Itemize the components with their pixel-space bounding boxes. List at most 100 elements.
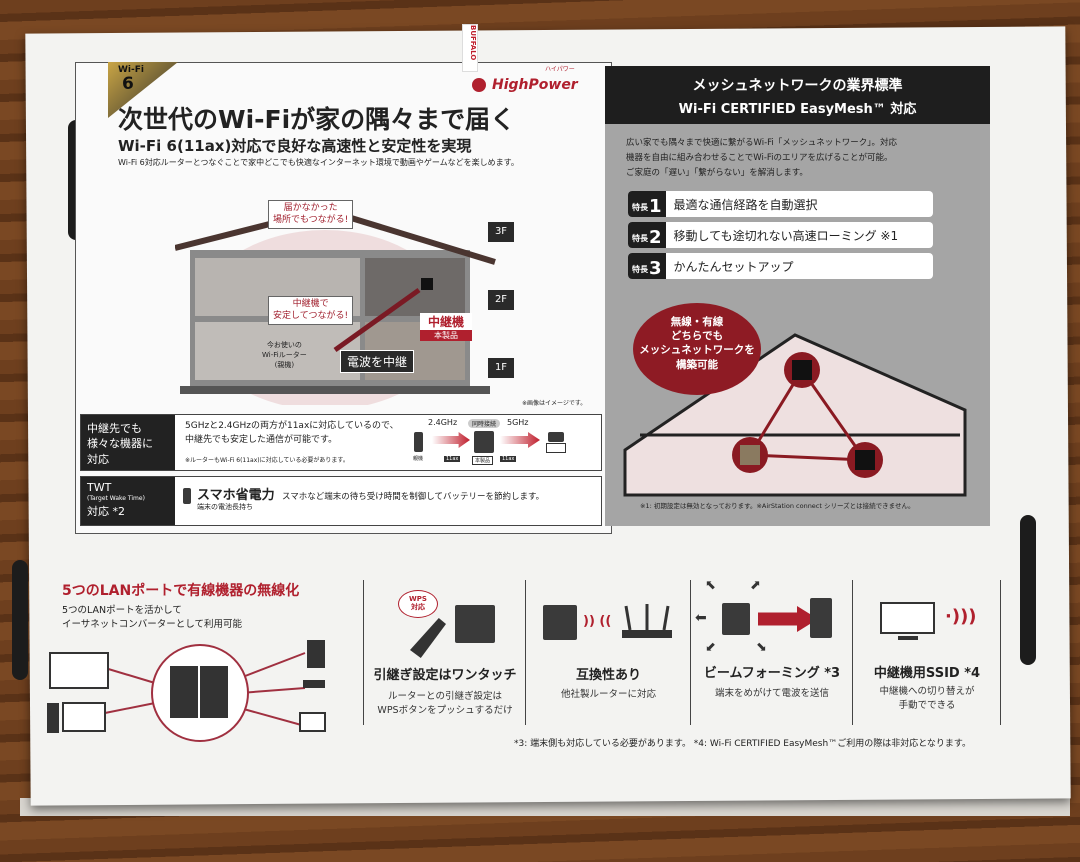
wireless-signal-icon: ·))) (945, 606, 977, 627)
floor-1f: 1F (488, 358, 514, 378)
mesh-bubble: 無線・有線 どちらでも メッシュネットワークを 構築可能 (633, 303, 761, 395)
row1-head: 中継先でも 様々な機器に 対応 (81, 415, 175, 470)
image-note: ※画像はイメージです。 (522, 400, 587, 407)
monitor-stand (898, 636, 918, 640)
logo-kana: ハイパワー (545, 66, 575, 73)
mesh-device (792, 360, 812, 380)
highpower-logo-icon (472, 78, 486, 92)
divider (852, 580, 853, 725)
bottom-footnote: *3: 端末側も対応している必要があります。 *4: Wi-Fi CERTIFI… (514, 739, 972, 749)
easymesh-footnote: ※1: 初期設定は無効となっております。※AirStation connect … (640, 502, 915, 510)
wps-desc: ルーターとの引継ぎ設定は WPSボタンをプッシュするだけ (377, 691, 513, 716)
relay-arrow (333, 287, 421, 353)
feature-tag: 特長 (632, 203, 648, 212)
feature-num: 3 (649, 258, 662, 279)
wps-title: 引継ぎ設定はワンタッチ (373, 668, 517, 683)
easymesh-subtitle: Wi-Fi CERTIFIED EasyMesh™ 対応 (678, 102, 917, 117)
router-icon (170, 666, 198, 718)
lan-desc: 5つのLANポートを活かして イーサネットコンバーターとして利用可能 (62, 605, 243, 630)
relay-label: 電波を中継 (340, 350, 415, 373)
11ax-label: 11ax (444, 456, 461, 462)
row1-note: ※ルーターもWi-Fi 6(11ax)に対応している必要があります。 (185, 457, 349, 464)
mesh-house-illustration (623, 333, 967, 497)
pc-tower-icon (47, 703, 59, 733)
arrow-up-left-icon: ⬉ (705, 578, 716, 593)
arrow-icon (500, 432, 540, 448)
router-label: 今お使いの Wi-Fiルーター (親機) (262, 341, 307, 369)
floor-3f: 3F (488, 222, 514, 242)
handle-slot (12, 560, 28, 680)
feature-text: かんたんセットアップ (673, 259, 794, 274)
divider (363, 580, 364, 725)
parent-router-icon (414, 432, 423, 452)
row1-text: 5GHzと2.4GHzの両方が11axに対応しているので、 中継先でも安定した通… (185, 421, 399, 445)
arrow-icon (432, 432, 470, 448)
wps-badge: WPS 対応 (398, 590, 438, 618)
repeater-device (421, 278, 433, 290)
game-console-icon (303, 680, 325, 688)
mesh-device (855, 450, 875, 470)
callout-top: 届かなかった 場所でもつながる! (268, 200, 354, 230)
router-icon (455, 605, 495, 643)
wireless-signal-icon: )) (( (583, 614, 612, 629)
feature-text: 最適な通信経路を自動選択 (673, 197, 818, 212)
ground (180, 386, 490, 394)
twt-sub: (Target Wake Time) (87, 495, 145, 503)
nas-icon (307, 640, 325, 668)
smartphone-icon (183, 488, 191, 504)
monitor-icon (880, 602, 935, 634)
room (365, 258, 465, 316)
compat-desc: 他社製ルーターに対応 (560, 689, 656, 700)
beamforming-title: ビームフォーミング *3 (703, 666, 841, 681)
floor-2f: 2F (488, 290, 514, 310)
divider (525, 580, 526, 725)
row2-head: TWT (Target Wake Time) 対応 *2 (81, 477, 175, 525)
arrow-up-right-icon: ⬈ (750, 578, 761, 593)
product-label: 本製品 (472, 456, 494, 465)
easymesh-body: 広い家でも隅々まで快適に繋がるWi-Fi「メッシュネットワーク」。対応 機器を自… (626, 138, 898, 178)
feature-text: 移動しても途切れない高速ローミング ※1 (673, 228, 899, 243)
monitor-icon (62, 702, 106, 732)
row2-title-sub: 端末の電池長持ち (197, 503, 253, 511)
main-title: 次世代のWi-Fiが家の隅々まで届く (118, 105, 516, 134)
ssid-desc: 中継機への切り替えが 手動でできる (879, 686, 975, 711)
laptop-icon (548, 432, 564, 442)
laptop-icon (299, 712, 326, 732)
easymesh-title: メッシュネットワークの業界標準 (692, 78, 903, 94)
tape-logo: BUFFALO (462, 24, 478, 72)
parent-label: 親機 (413, 456, 424, 462)
subtitle: Wi-Fi 6(11ax)対応で良好な高速性と安定性を実現 (118, 137, 472, 155)
handle-slot (1020, 515, 1036, 665)
mesh-links (747, 369, 868, 462)
band-5ghz: 5GHz (507, 418, 529, 427)
11ax-label: 11ax (500, 456, 517, 462)
row2-title: スマホ省電力 (197, 488, 275, 503)
repeater-sub: 本製品 (420, 330, 472, 341)
tablet-icon (546, 443, 566, 453)
twt-bottom: 対応 *2 (87, 504, 125, 518)
smartphone-icon (810, 598, 832, 638)
callout-middle: 中継機で 安定してつながる! (268, 296, 354, 326)
description: Wi-Fi 6対応ルーターとつなぐことで家中どこでも快適なインターネット環境で動… (118, 158, 519, 167)
highpower-logo: HighPower (492, 77, 578, 93)
compat-title: 互換性あり (575, 668, 641, 683)
router-icon (543, 605, 577, 640)
mesh-device (740, 445, 760, 465)
arrow-down-left-icon: ⬋ (705, 640, 716, 655)
beamforming-desc: 端末をめがけて電波を送信 (714, 688, 829, 699)
band-simultaneous: 同時接続 (468, 419, 501, 428)
tv-icon (49, 652, 109, 689)
ssid-title: 中継機用SSID *4 (873, 666, 981, 681)
twt-label: TWT (87, 481, 112, 494)
router-icon (722, 603, 750, 635)
arrow-left-icon: ⬅ (695, 610, 707, 626)
lan-diagram (47, 640, 326, 742)
badge-num: 6 (122, 74, 134, 94)
divider (690, 580, 691, 725)
product-icon (474, 431, 494, 453)
divider (1000, 580, 1001, 725)
row2-text: スマホなど端末の待ち受け時間を制御してバッテリーを節約します。 (282, 492, 545, 502)
